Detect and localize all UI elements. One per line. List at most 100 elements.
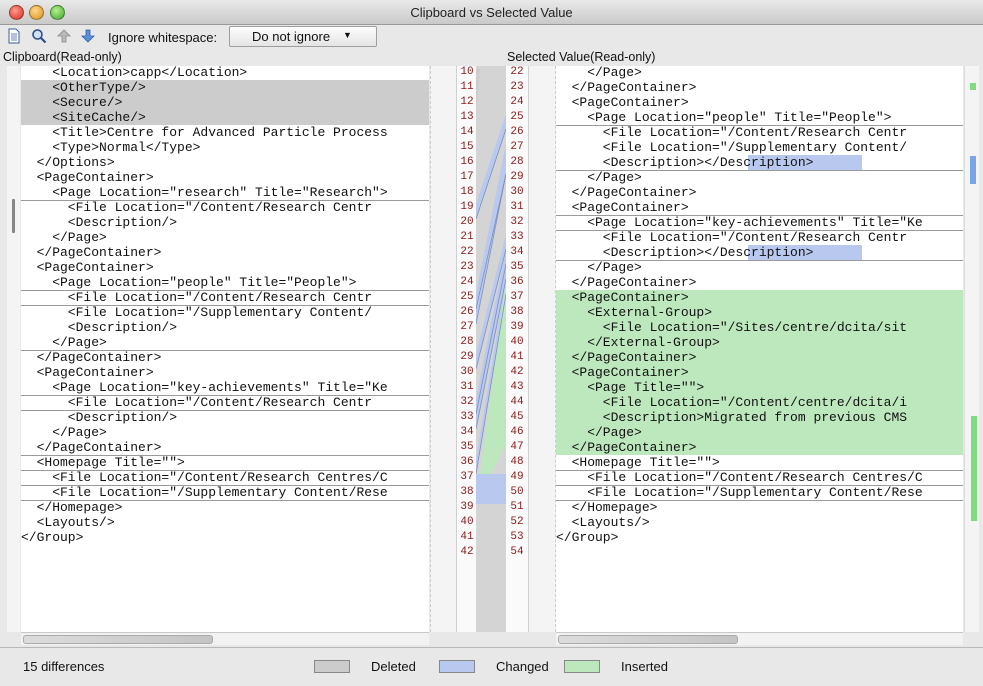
code-line: <File Location="/Content/Research Centre… [556, 470, 923, 485]
line-number: 23 [510, 81, 524, 93]
code-line: <File Location="/Content/centre/dcita/i [556, 395, 908, 410]
code-line: <PageContainer> [21, 170, 154, 185]
code-line: </Page> [556, 170, 642, 185]
code-line: <Description/> [21, 215, 178, 230]
window-title: Clipboard vs Selected Value [410, 5, 573, 20]
line-number: 42 [510, 366, 524, 378]
code-line: <File Location="/Content/Research Centr [21, 290, 373, 305]
line-number: 28 [510, 156, 524, 168]
line-number: 22 [510, 66, 524, 78]
ignore-whitespace-select[interactable]: Do not ignore ▼ [229, 26, 377, 47]
code-line: <OtherType/> [21, 80, 146, 95]
code-line: <Description>Migrated from previous CMS [556, 410, 908, 425]
zoom-window-button[interactable] [50, 5, 65, 20]
line-number: 42 [460, 546, 474, 558]
line-number: 17 [460, 171, 474, 183]
search-icon[interactable] [30, 27, 48, 45]
line-number: 16 [460, 156, 474, 168]
legend-deleted-swatch [314, 660, 350, 673]
code-line: <File Location="/Content/Research Centr [556, 125, 908, 140]
code-line: </PageContainer> [556, 80, 697, 95]
code-line: </PageContainer> [556, 440, 697, 455]
right-blank-gutter [529, 66, 556, 632]
line-number: 34 [460, 426, 474, 438]
line-number: 49 [510, 471, 524, 483]
line-number: 52 [510, 516, 524, 528]
changed-span [748, 155, 862, 170]
line-number: 33 [460, 411, 474, 423]
code-line: <PageContainer> [556, 365, 689, 380]
code-line: <External-Group> [556, 305, 713, 320]
code-line: </PageContainer> [21, 245, 162, 260]
code-line: <File Location="/Content/Research Centr [556, 230, 908, 245]
left-overview-thumb[interactable] [12, 199, 15, 233]
line-number: 43 [510, 381, 524, 393]
code-line: <PageContainer> [21, 365, 154, 380]
line-number: 32 [510, 216, 524, 228]
close-window-button[interactable] [9, 5, 24, 20]
code-line: </Group> [21, 530, 84, 545]
line-number: 28 [460, 336, 474, 348]
code-line: <Secure/> [21, 95, 123, 110]
line-number: 26 [510, 126, 524, 138]
right-pane-header: Selected Value(Read-only) [507, 50, 656, 64]
code-line: <PageContainer> [556, 200, 689, 215]
code-line: </Page> [556, 260, 642, 275]
right-code-pane[interactable]: </Page> </PageContainer> <PageContainer>… [556, 66, 963, 632]
left-code-pane[interactable]: <Location>capp</Location> <OtherType/> <… [21, 66, 429, 632]
arrow-down-icon[interactable] [79, 27, 97, 45]
legend-changed-swatch [439, 660, 475, 673]
left-horizontal-scroll-thumb[interactable] [23, 635, 213, 644]
line-number: 29 [510, 171, 524, 183]
code-line: <File Location="/Supplementary Content/R… [556, 485, 923, 500]
line-number: 48 [510, 456, 524, 468]
right-horizontal-scrollbar[interactable] [556, 632, 963, 645]
line-number: 30 [510, 186, 524, 198]
differences-count: 15 differences [23, 659, 105, 674]
left-blank-gutter [430, 66, 456, 632]
line-number: 27 [510, 141, 524, 153]
line-number: 51 [510, 501, 524, 513]
toolbar: Ignore whitespace: Do not ignore ▼ [0, 25, 983, 49]
code-line: </Homepage> [556, 500, 658, 515]
left-pane-header: Clipboard(Read-only) [3, 50, 122, 64]
line-number: 10 [460, 66, 474, 78]
diff-connectors [475, 69, 507, 504]
line-number: 32 [460, 396, 474, 408]
line-number: 35 [460, 441, 474, 453]
code-line: <Page Location="people" Title="People"> [556, 110, 892, 125]
right-horizontal-scroll-thumb[interactable] [558, 635, 738, 644]
diff-connector-area [475, 66, 507, 632]
legend-changed-label: Changed [496, 659, 549, 674]
line-number: 39 [460, 501, 474, 513]
code-line: <Description/> [21, 410, 178, 425]
legend-inserted-label: Inserted [621, 659, 668, 674]
document-icon[interactable] [5, 27, 23, 45]
left-horizontal-scrollbar[interactable] [21, 632, 429, 645]
line-number: 24 [460, 276, 474, 288]
code-line: <PageContainer> [556, 290, 689, 305]
line-number: 41 [510, 351, 524, 363]
code-line: <File Location="/Content/Research Centr [21, 395, 373, 410]
line-number: 39 [510, 321, 524, 333]
code-line: <Homepage Title=""> [556, 455, 720, 470]
line-number: 46 [510, 426, 524, 438]
line-number: 40 [460, 516, 474, 528]
line-number: 40 [510, 336, 524, 348]
code-line: </Page> [21, 425, 107, 440]
line-number: 45 [510, 411, 524, 423]
arrow-up-icon[interactable] [55, 27, 73, 45]
line-number: 33 [510, 231, 524, 243]
code-line: <Description></Description> [556, 245, 814, 260]
code-line: <PageContainer> [21, 260, 154, 275]
line-number: 36 [510, 276, 524, 288]
minimize-window-button[interactable] [29, 5, 44, 20]
line-number: 35 [510, 261, 524, 273]
line-number: 38 [460, 486, 474, 498]
line-number: 25 [510, 111, 524, 123]
code-line: </PageContainer> [21, 350, 162, 365]
line-number: 41 [460, 531, 474, 543]
